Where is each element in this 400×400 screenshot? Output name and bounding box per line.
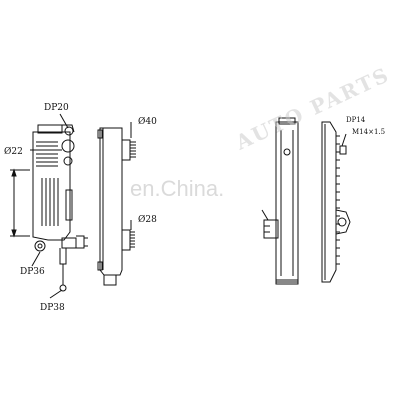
watermark-brand: AUTO PARTS — [231, 62, 393, 155]
left-tank-side-view — [97, 127, 136, 286]
label-dp36: DP36 — [20, 267, 45, 277]
left-tank-front-view — [32, 124, 88, 292]
right-tank-front-view — [261, 117, 299, 285]
left-leaders — [30, 113, 132, 299]
label-dia22: Ø22 — [4, 146, 23, 157]
label-thread: M14×1.5 — [352, 128, 385, 136]
label-dp14: DP14 — [346, 116, 366, 124]
labels: DP20 Ø22 Ø40 Ø28 DP36 DP38 DP14 M14×1.5 — [4, 103, 385, 313]
label-dia28: Ø28 — [138, 214, 157, 225]
label-dp38: DP38 — [40, 303, 65, 313]
right-tank-side-view — [321, 121, 351, 283]
watermark-site: en.China. — [130, 176, 224, 201]
height-dimension — [10, 168, 30, 238]
label-dia40: Ø40 — [138, 116, 157, 127]
label-dp20: DP20 — [44, 103, 69, 113]
